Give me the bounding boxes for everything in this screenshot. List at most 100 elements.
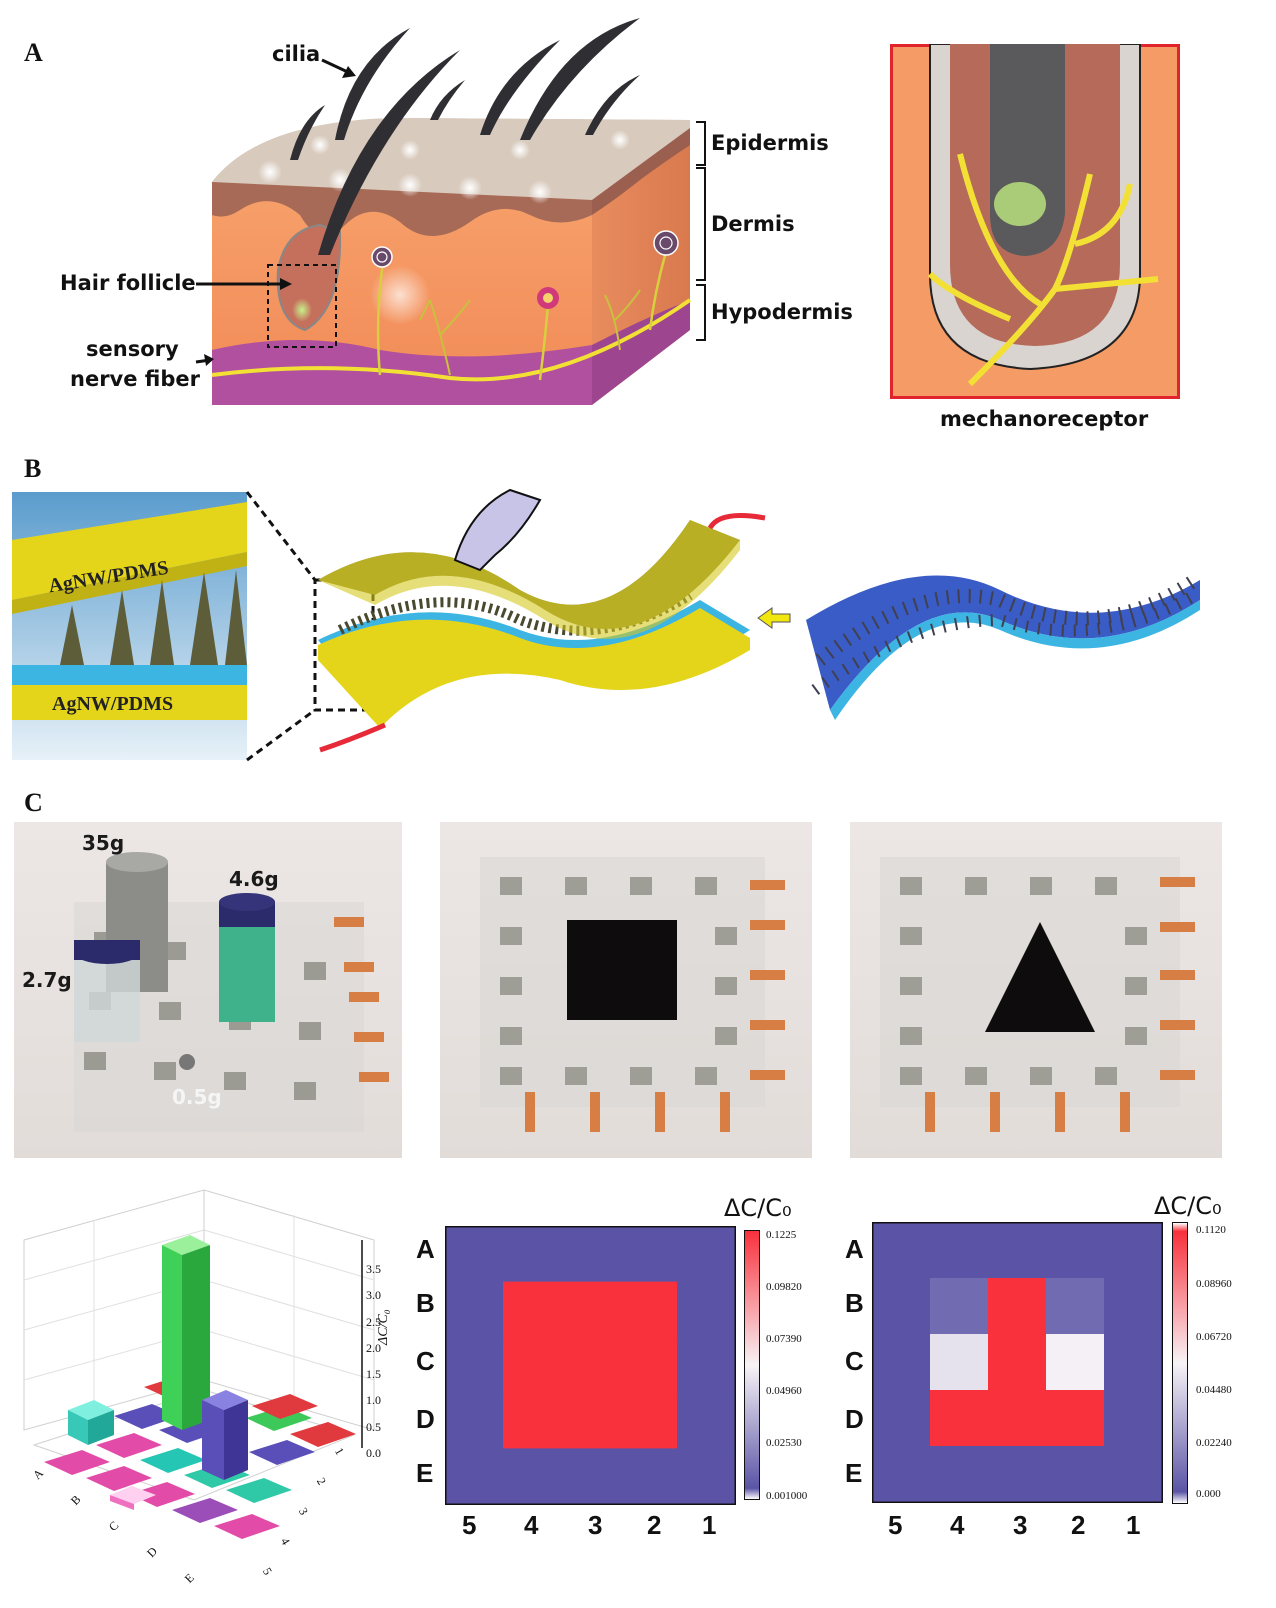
- heatmap-cell-C3: [561, 1337, 620, 1394]
- cb-tick: 0.001000: [766, 1490, 808, 1502]
- heatmap-cell-B1: [1104, 1278, 1163, 1335]
- z-tick: 3.5: [366, 1262, 381, 1276]
- heatmap-cell-C3: [988, 1334, 1047, 1391]
- heatmap-cell-B3: [561, 1281, 620, 1338]
- photo-square-on-array: [440, 822, 812, 1158]
- mechanoreceptor-inset: [890, 44, 1180, 399]
- z-tick: 1.5: [366, 1367, 381, 1382]
- colorbar-triangle: [1172, 1222, 1188, 1504]
- heatmap-cell-E5: [872, 1446, 931, 1503]
- col-label: 1: [702, 1510, 717, 1540]
- z-tick: 2.5: [366, 1314, 381, 1329]
- heatmap-cell-D1: [1104, 1390, 1163, 1447]
- row-label: B: [845, 1288, 864, 1318]
- label-dermis: Dermis: [711, 212, 795, 236]
- row-tick: D: [143, 1544, 160, 1561]
- heatmap-cell-D3: [988, 1390, 1047, 1447]
- col-label: 5: [888, 1510, 903, 1540]
- heatmap-cell-C2: [619, 1337, 678, 1394]
- col-label: 4: [950, 1510, 965, 1540]
- bar3d-z-ticks: 3.5 3.0 2.5 2.0 1.5 1.0 0.5 0.0: [366, 1256, 381, 1466]
- cb-tick: 0.08960: [1196, 1278, 1232, 1290]
- heatmap-cell-E1: [1104, 1446, 1163, 1503]
- heatmap-cell-E5: [445, 1448, 504, 1505]
- heatmap-cell-E3: [988, 1446, 1047, 1503]
- heatmap-cell-C4: [503, 1337, 562, 1394]
- cb-tick: 0.02240: [1196, 1437, 1232, 1449]
- bar3d-col-ticks: 1 2 3 4 5: [250, 1440, 360, 1590]
- panel-letter-b: B: [24, 454, 42, 483]
- cb-tick: 0.04480: [1196, 1384, 1232, 1396]
- col-label: 5: [462, 1510, 477, 1540]
- col-label: 4: [524, 1510, 539, 1540]
- col-label: 2: [1071, 1510, 1086, 1540]
- heatmap-cell-D5: [872, 1390, 931, 1447]
- heatmap-cell-C4: [930, 1334, 989, 1391]
- col-label: 2: [647, 1510, 662, 1540]
- weight-label-0-5g: 0.5g: [172, 1085, 222, 1109]
- col-tick: 1: [331, 1445, 347, 1458]
- heatmap-cell-B5: [872, 1278, 931, 1335]
- row-label: E: [416, 1458, 434, 1488]
- z-tick: 1.0: [366, 1393, 381, 1408]
- heatmap-cell-A2: [1046, 1222, 1105, 1279]
- bar3d-bar-purple: [202, 1390, 248, 1480]
- heatmap-cell-E2: [1046, 1446, 1105, 1503]
- weight-label-2-7g: 2.7g: [22, 968, 72, 992]
- panel-letter-c: C: [24, 788, 43, 817]
- col-tick: 2: [313, 1475, 329, 1488]
- row-label: B: [416, 1288, 435, 1318]
- label-cilia: cilia: [272, 42, 321, 66]
- panel-letter-a: A: [24, 38, 43, 67]
- label-epidermis: Epidermis: [711, 131, 829, 155]
- bar3d-bar-cyan: [68, 1400, 114, 1445]
- heatmap-cell-A1: [677, 1226, 736, 1283]
- heatmap-cell-A5: [445, 1226, 504, 1283]
- heatmap-square-grid: [445, 1226, 736, 1505]
- heatmap-cell-C1: [677, 1337, 736, 1394]
- row-label: E: [845, 1458, 863, 1488]
- heatmap-cell-D1: [677, 1392, 736, 1449]
- bar3d-row-ticks: A B C D E: [30, 1465, 220, 1595]
- cb-tick: 0.1120: [1196, 1224, 1226, 1236]
- heatmap-cell-A5: [872, 1222, 931, 1279]
- col-label: 1: [1126, 1510, 1141, 1540]
- row-label: A: [845, 1234, 864, 1264]
- bar3d-bar-green: [162, 1235, 210, 1430]
- heatmap-cell-C1: [1104, 1334, 1163, 1391]
- col-label: 3: [1013, 1510, 1028, 1540]
- skin-cross-section-illustration: [195, 18, 706, 405]
- col-tick: 5: [259, 1565, 275, 1578]
- photo-triangle-on-array: [850, 822, 1222, 1158]
- row-tick: C: [105, 1518, 122, 1534]
- heatmap-cell-D4: [503, 1392, 562, 1449]
- bar3d-bar-pink: [110, 1486, 156, 1510]
- label-sensory: sensory: [86, 337, 179, 361]
- heatmap-cell-B4: [503, 1281, 562, 1338]
- col-label: 3: [588, 1510, 603, 1540]
- heatmap-cell-E4: [503, 1448, 562, 1505]
- weight-label-4-6g: 4.6g: [229, 867, 279, 891]
- z-tick: 3.0: [366, 1288, 381, 1303]
- heatmap-cell-B4: [930, 1278, 989, 1335]
- heatmap-cell-D5: [445, 1392, 504, 1449]
- cb-tick: 0.07390: [766, 1333, 802, 1345]
- heatmap-cell-D2: [1046, 1390, 1105, 1447]
- row-tick: E: [181, 1570, 197, 1586]
- colorbar-triangle-ticks: 0.1120 0.08960 0.06720 0.04480 0.02240 0…: [1196, 1224, 1256, 1504]
- weight-label-35g: 35g: [82, 831, 125, 855]
- row-label: C: [416, 1346, 435, 1376]
- sensor-schematic: [12, 488, 1200, 762]
- heatmap-triangle-grid: [872, 1222, 1163, 1503]
- row-label: C: [845, 1346, 864, 1376]
- bar3d-z-label: ΔC/C₀: [376, 1309, 391, 1345]
- heatmap-cell-A3: [561, 1226, 620, 1283]
- heatmap-cell-A3: [988, 1222, 1047, 1279]
- heatmap-cell-E4: [930, 1446, 989, 1503]
- heatmap-cell-E1: [677, 1448, 736, 1505]
- label-mechanoreceptor: mechanoreceptor: [940, 407, 1149, 431]
- heatmap-square-row-labels: A B C D E: [416, 1234, 446, 1504]
- heatmap-cell-B2: [619, 1281, 678, 1338]
- colorbar-square: [744, 1230, 760, 1500]
- label-nerve-fiber: nerve fiber: [70, 367, 200, 391]
